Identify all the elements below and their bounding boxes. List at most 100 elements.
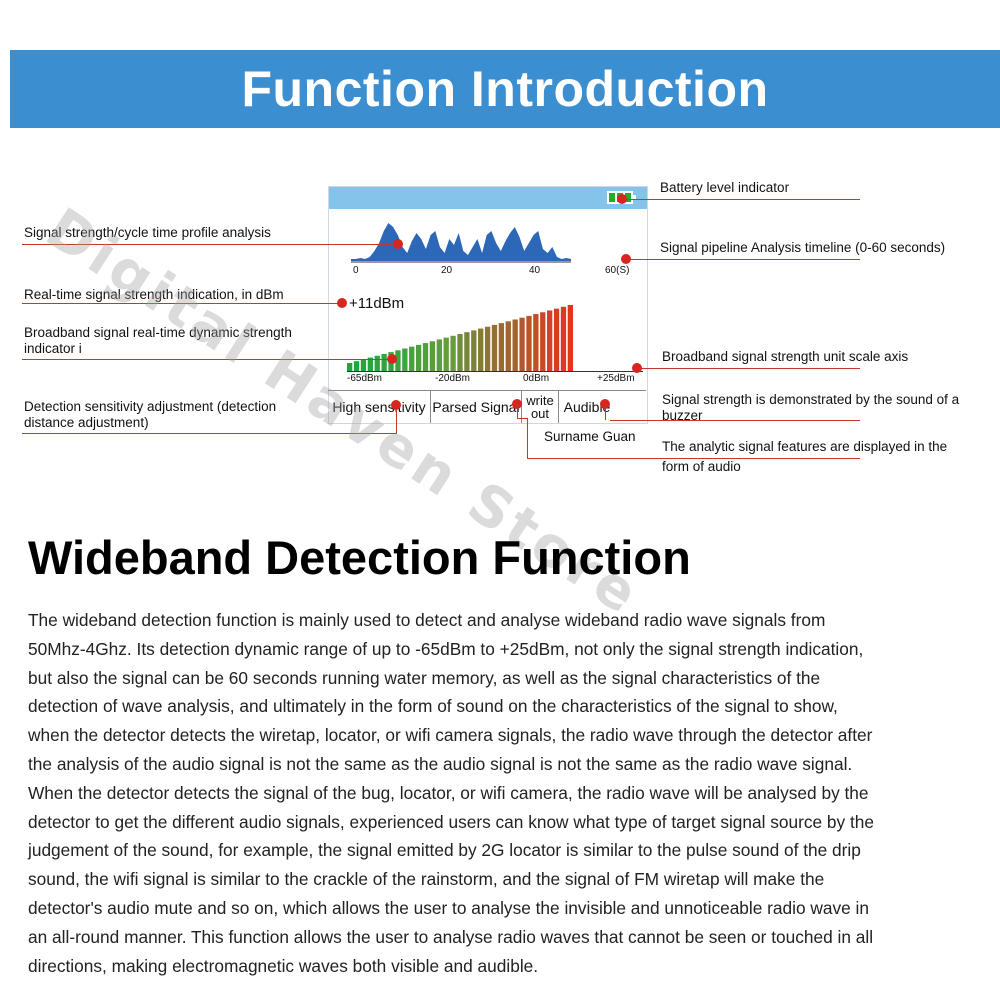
section-title: Wideband Detection Function <box>28 531 691 584</box>
timeline-signal-area <box>351 223 571 261</box>
strength-bar <box>498 323 505 371</box>
paragraph-line: detector's audio mute and so on, which a… <box>28 897 869 918</box>
callout-dot-profile <box>393 239 403 249</box>
strength-bar <box>567 305 573 371</box>
callout-buzzer: Signal strength is demonstrated by the s… <box>662 392 960 407</box>
strength-bar <box>347 363 353 371</box>
strength-bar <box>533 314 539 371</box>
banner-title: Function Introduction <box>241 61 769 117</box>
paragraph-line: an all-round manner. This function allow… <box>28 926 874 947</box>
strength-bar <box>464 332 470 371</box>
write-out-button[interactable]: write out <box>526 393 554 421</box>
scale-axis <box>347 371 643 372</box>
callout-vline-buzzer <box>605 404 606 420</box>
paragraph-line: directions, making electromagnetic waves… <box>28 955 539 976</box>
divider <box>430 391 431 423</box>
callout-vline-audio-b <box>527 418 528 458</box>
callout-audio-2: form of audio <box>662 459 741 474</box>
strength-bar <box>519 317 525 371</box>
paragraph-line: the analysis of the audio signal is not … <box>28 753 853 774</box>
strength-bar <box>360 359 367 371</box>
soft-button-bar: High sensitivity Parsed Signal write out… <box>328 390 646 423</box>
timeline-tick: 0 <box>353 265 359 276</box>
divider <box>521 391 522 423</box>
callout-line-timeline <box>626 259 860 260</box>
timeline-tick: 20 <box>441 265 453 276</box>
dbm-readout: +11dBm <box>349 295 405 312</box>
strength-bar <box>540 312 546 371</box>
callout-vline-audio-a <box>517 404 518 418</box>
strength-bar <box>409 346 415 371</box>
callout-line-realtime <box>22 303 342 304</box>
strength-bar <box>553 308 560 371</box>
callout-vline-sensitivity <box>396 404 397 434</box>
callout-line-audio <box>527 458 860 459</box>
strength-bar <box>395 350 401 371</box>
paragraph-line: judgement of the sound, for example, the… <box>28 840 861 861</box>
callout-line-buzzer <box>610 420 860 421</box>
device-screen: 0 20 40 60(S) +11dBm -65dBm -20dBm 0dBm … <box>328 186 648 424</box>
strength-bar <box>429 341 436 371</box>
callout-battery: Battery level indicator <box>660 180 790 195</box>
strength-bar <box>450 335 456 371</box>
timeline-tick: 40 <box>529 265 541 276</box>
timeline-tick: 60(S) <box>605 265 630 276</box>
high-sensitivity-button[interactable]: High sensitivity <box>332 399 426 415</box>
audible-button[interactable]: Audible <box>563 399 611 415</box>
callout-dot-timeline <box>621 254 631 264</box>
callout-line-battery <box>622 199 860 200</box>
callout-audio: The analytic signal features are display… <box>662 439 948 454</box>
callout-buzzer-2: buzzer <box>662 408 703 423</box>
paragraph-line: When the detector detects the signal of … <box>28 782 869 803</box>
strength-bar <box>381 353 387 371</box>
callout-sensitivity-2: distance adjustment) <box>24 415 149 430</box>
callout-dot-scale <box>632 363 642 373</box>
strength-bar <box>457 334 463 371</box>
paragraph-line: detector to get the different audio sign… <box>28 811 875 832</box>
callout-broadband-2: indicator i <box>24 341 82 356</box>
strength-bar <box>415 344 422 371</box>
callout-line-sensitivity <box>22 433 396 434</box>
paragraph-line: 50Mhz-4Ghz. Its detection dynamic range … <box>28 638 864 659</box>
paragraph-line: detection of wave analysis, and ultimate… <box>28 696 838 717</box>
scale-tick: -20dBm <box>435 373 471 384</box>
paragraph-line: but also the signal can be 60 seconds ru… <box>28 667 821 688</box>
parsed-signal-button[interactable]: Parsed Signal <box>432 399 520 415</box>
callout-profile: Signal strength/cycle time profile analy… <box>24 225 271 240</box>
battery-tip <box>633 195 636 200</box>
strength-bar <box>443 337 449 371</box>
divider <box>558 391 559 423</box>
callout-dot-realtime <box>337 298 347 308</box>
callout-realtime: Real-time signal strength indication, in… <box>24 287 284 302</box>
strength-bar <box>422 343 429 371</box>
callout-dot-battery <box>617 194 627 204</box>
strength-bar-graph <box>347 305 573 371</box>
surname-label: Surname Guan <box>544 429 636 444</box>
scale-tick: +25dBm <box>597 373 635 384</box>
strength-bar <box>402 348 408 371</box>
paragraph-line: sound, the wifi signal is similar to the… <box>28 869 825 890</box>
strength-bar <box>374 355 380 371</box>
scale-tick: 0dBm <box>523 373 550 384</box>
callout-line-scale <box>637 368 860 369</box>
callout-scale: Broadband signal strength unit scale axi… <box>662 349 909 364</box>
strength-bar <box>484 326 491 371</box>
strength-bar <box>471 330 477 371</box>
paragraph-line: The wideband detection function is mainl… <box>28 610 826 630</box>
callout-line-profile <box>22 244 398 245</box>
strength-bar <box>436 339 442 371</box>
strength-bar <box>560 306 567 371</box>
callout-dot-broadband <box>387 354 397 364</box>
section-paragraph: The wideband detection function is mainl… <box>28 606 1000 980</box>
timeline-chart <box>351 223 571 263</box>
callout-line-broadband <box>22 359 392 360</box>
strength-bar <box>547 310 553 371</box>
strength-bar <box>478 328 484 371</box>
strength-bar <box>526 315 532 371</box>
callout-timeline: Signal pipeline Analysis timeline (0-60 … <box>660 240 946 255</box>
strength-bar <box>353 361 360 371</box>
strength-bar <box>491 324 498 371</box>
screen-status-bar <box>329 187 647 209</box>
strength-bar <box>505 321 511 371</box>
paragraph-line: when the detector detects the wiretap, l… <box>28 725 873 746</box>
